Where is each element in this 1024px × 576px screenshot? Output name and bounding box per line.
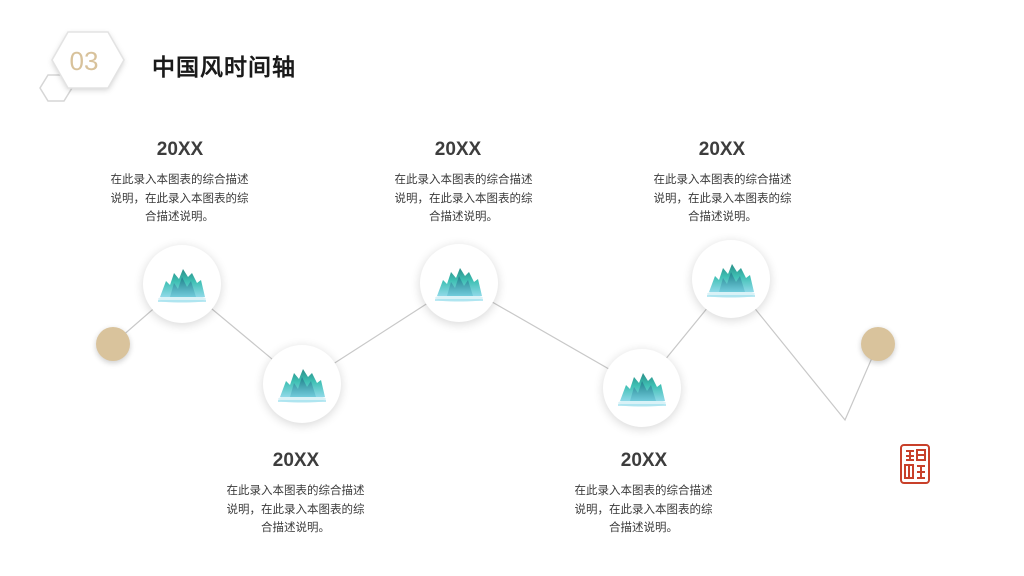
mountain-icon: [277, 368, 327, 404]
mountain-icon: [434, 267, 484, 303]
timeline-end-dot: [861, 327, 895, 361]
timeline-desc-4: 在此录入本图表的综合描述 说明，在此录入本图表的综 合描述说明。: [574, 483, 713, 534]
timeline-year-3: 20XX: [434, 139, 482, 160]
timeline-year-4: 20XX: [620, 450, 668, 471]
timeline-desc-5: 在此录入本图表的综合描述 说明，在此录入本图表的综 合描述说明。: [653, 172, 792, 223]
red-seal-stamp-icon: [900, 444, 930, 484]
timeline-desc-1: 在此录入本图表的综合描述 说明，在此录入本图表的综 合描述说明。: [110, 172, 249, 223]
mountain-icon: [157, 268, 207, 304]
mountain-icon: [617, 372, 667, 408]
page-title: 中国风时间轴: [152, 55, 296, 81]
timeline-start-dot: [96, 327, 130, 361]
timeline-year-5: 20XX: [698, 139, 746, 160]
timeline-desc-2: 在此录入本图表的综合描述 说明，在此录入本图表的综 合描述说明。: [226, 483, 365, 534]
timeline-year-2: 20XX: [272, 450, 320, 471]
timeline-node-4: [603, 349, 681, 427]
timeline-node-5: [692, 240, 770, 318]
timeline-node-2: [263, 345, 341, 423]
timeline-year-1: 20XX: [156, 139, 204, 160]
hexagon-decoration: [39, 31, 125, 102]
timeline-desc-3: 在此录入本图表的综合描述 说明，在此录入本图表的综 合描述说明。: [394, 172, 533, 223]
timeline-node-1: [143, 245, 221, 323]
section-number: 03: [69, 45, 99, 76]
mountain-icon: [706, 263, 756, 299]
timeline-node-3: [420, 244, 498, 322]
